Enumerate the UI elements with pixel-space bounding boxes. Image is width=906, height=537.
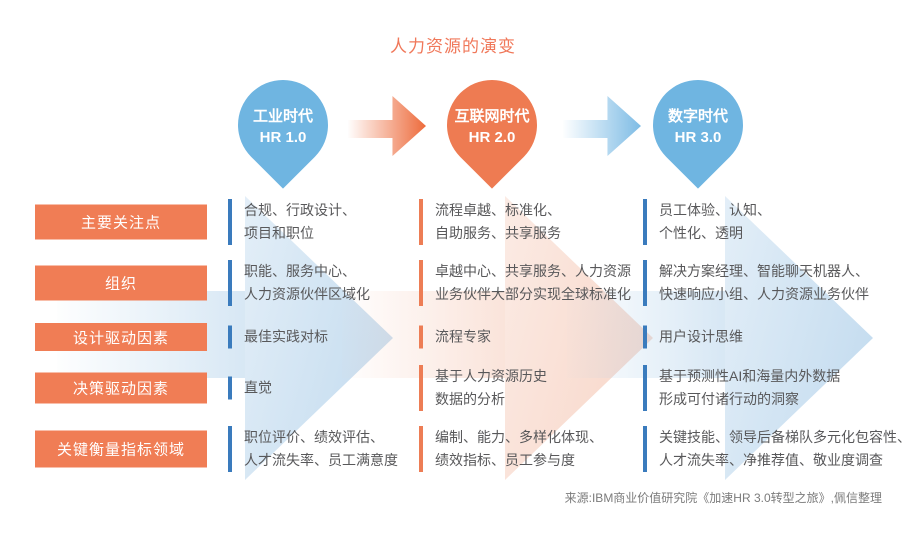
cell-decision-driver-hr2: 基于人力资源历史 数据的分析 [419, 365, 547, 411]
cell-line: 直觉 [244, 379, 272, 396]
era-version: HR 1.0 [259, 128, 307, 146]
cell-line: 流程卓越、标准化、 [435, 202, 561, 218]
cell-design-driver-hr2: 流程专家 [419, 325, 491, 349]
cell-focus-hr3: 员工体验、认知、 个性化、透明 [643, 199, 771, 245]
cell-line: 个性化、透明 [659, 225, 743, 241]
row-label-organization: 组织 [35, 265, 207, 301]
cell-line: 流程专家 [435, 328, 491, 345]
cell-organization-hr2: 卓越中心、共享服务、人力资源 业务伙伴大部分实现全球标准化 [419, 260, 631, 306]
cell-decision-driver-hr1: 直觉 [228, 376, 272, 400]
cell-line: 人力资源伙伴区域化 [244, 286, 370, 302]
era-name: 数字时代 [667, 107, 728, 125]
cell-key-metrics-hr2: 编制、能力、多样化体现、 绩效指标、员工参与度 [419, 426, 603, 472]
era-bubble-hr2: 互联网时代 HR 2.0 [428, 61, 556, 189]
cell-design-driver-hr1: 最佳实践对标 [228, 325, 328, 349]
row-label-key-metrics: 关键衡量指标领域 [35, 430, 207, 468]
era-bubble-hr1: 工业时代 HR 1.0 [219, 61, 347, 189]
matrix-row-decision-driver: 决策驱动因素 直觉 基于人力资源历史 数据的分析 基于预测性AI和海量内外数据 … [0, 364, 906, 412]
cell-line: 基于预测性AI和海量内外数据 [659, 368, 841, 384]
era-version: HR 3.0 [674, 128, 722, 146]
row-label-focus: 主要关注点 [35, 204, 207, 240]
cell-design-driver-hr3: 用户设计思维 [643, 325, 743, 349]
matrix-row-organization: 组织 职能、服务中心、 人力资源伙伴区域化 卓越中心、共享服务、人力资源 业务伙… [0, 259, 906, 307]
era-name: 工业时代 [252, 107, 313, 125]
transition-arrow-right-icon-1 [348, 96, 426, 156]
cell-line: 项目和职位 [244, 225, 314, 241]
cell-line: 职能、服务中心、 [244, 263, 356, 279]
cell-line: 绩效指标、员工参与度 [435, 452, 575, 468]
matrix-row-focus: 主要关注点 合规、行政设计、 项目和职位 流程卓越、标准化、 自助服务、共享服务… [0, 198, 906, 246]
cell-line: 人才流失率、净推荐值、敬业度调查 [659, 452, 883, 468]
cell-line: 最佳实践对标 [244, 328, 328, 345]
page-title: 人力资源的演变 [390, 37, 516, 56]
cell-focus-hr2: 流程卓越、标准化、 自助服务、共享服务 [419, 199, 561, 245]
matrix-row-design-driver: 设计驱动因素 最佳实践对标 流程专家 用户设计思维 [0, 320, 906, 354]
source-attribution: 来源:IBM商业价值研究院《加速HR 3.0转型之旅》,佩信整理 [564, 491, 882, 505]
cell-decision-driver-hr3: 基于预测性AI和海量内外数据 形成可付诸行动的洞察 [643, 365, 840, 411]
cell-line: 人才流失率、员工满意度 [244, 452, 398, 468]
era-bubble-hr3-text: 数字时代 HR 3.0 [653, 80, 743, 170]
row-label-design-driver: 设计驱动因素 [35, 323, 207, 351]
cell-line: 解决方案经理、智能聊天机器人、 [659, 263, 869, 279]
cell-line: 合规、行政设计、 [244, 202, 356, 218]
cell-key-metrics-hr1: 职位评价、绩效评估、 人才流失率、员工满意度 [228, 426, 398, 472]
matrix-row-key-metrics: 关键衡量指标领域 职位评价、绩效评估、 人才流失率、员工满意度 编制、能力、多样… [0, 424, 906, 474]
cell-line: 业务伙伴大部分实现全球标准化 [435, 286, 631, 302]
cell-key-metrics-hr3: 关键技能、领导后备梯队多元化包容性、 人才流失率、净推荐值、敬业度调查 [643, 426, 906, 472]
row-label-decision-driver: 决策驱动因素 [35, 372, 207, 404]
cell-line: 关键技能、领导后备梯队多元化包容性、 [659, 429, 906, 445]
era-name: 互联网时代 [454, 107, 530, 125]
cell-line: 职位评价、绩效评估、 [244, 429, 384, 445]
era-bubble-hr2-text: 互联网时代 HR 2.0 [447, 80, 537, 170]
cell-line: 数据的分析 [435, 391, 505, 407]
cell-line: 编制、能力、多样化体现、 [435, 429, 603, 445]
background-arrow-band-orange [342, 291, 505, 378]
transition-arrow-right-icon-2 [563, 96, 641, 156]
cell-line: 快速响应小组、人力资源业务伙伴 [659, 286, 869, 302]
cell-line: 员工体验、认知、 [659, 202, 771, 218]
cell-line: 用户设计思维 [659, 328, 743, 345]
cell-focus-hr1: 合规、行政设计、 项目和职位 [228, 199, 356, 245]
era-bubble-hr3: 数字时代 HR 3.0 [634, 61, 762, 189]
cell-organization-hr3: 解决方案经理、智能聊天机器人、 快速响应小组、人力资源业务伙伴 [643, 260, 869, 306]
cell-line: 自助服务、共享服务 [435, 225, 561, 241]
cell-line: 形成可付诸行动的洞察 [659, 391, 799, 407]
cell-organization-hr1: 职能、服务中心、 人力资源伙伴区域化 [228, 260, 370, 306]
cell-line: 卓越中心、共享服务、人力资源 [435, 263, 631, 279]
cell-line: 基于人力资源历史 [435, 368, 547, 384]
era-bubble-hr1-text: 工业时代 HR 1.0 [238, 80, 328, 170]
era-version: HR 2.0 [468, 128, 516, 146]
